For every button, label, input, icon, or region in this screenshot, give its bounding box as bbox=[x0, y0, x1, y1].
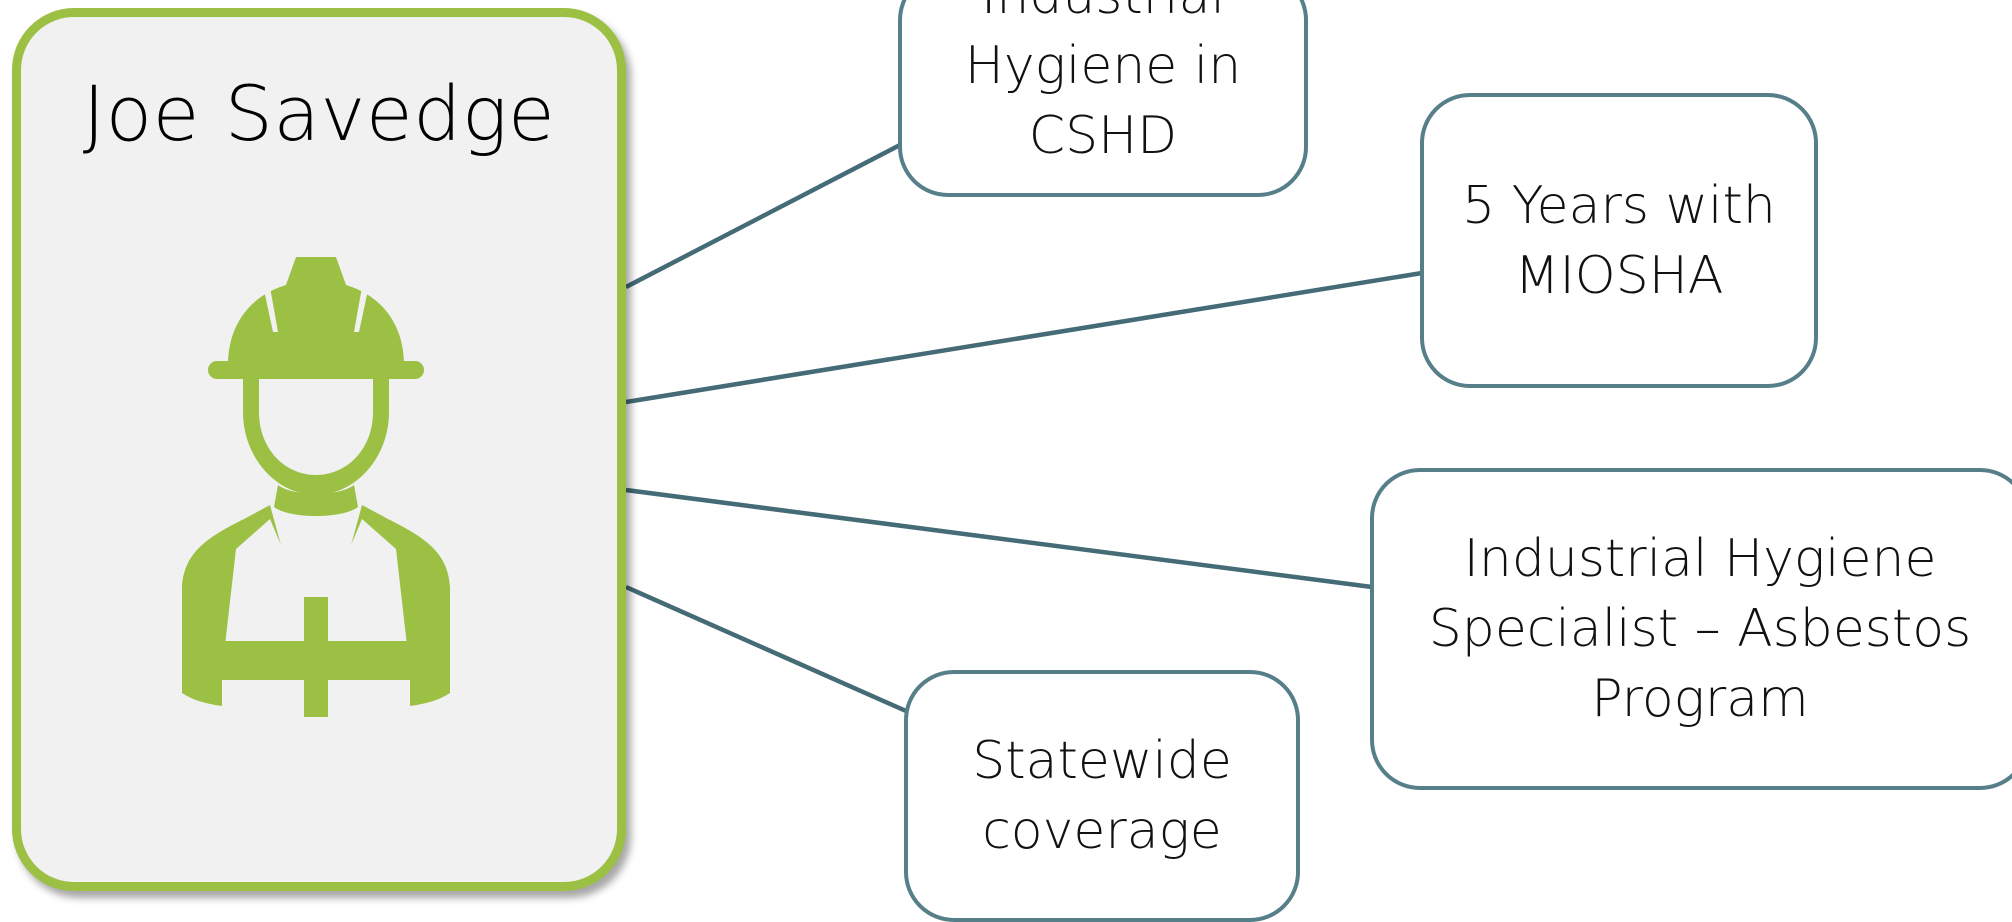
construction-worker-icon bbox=[182, 257, 450, 717]
connector-line-4 bbox=[625, 584, 907, 714]
connector-line-1 bbox=[624, 143, 902, 289]
node-years-with-miosha: 5 Years with MIOSHA bbox=[1420, 93, 1818, 388]
connector-line-2 bbox=[625, 270, 1423, 405]
profile-name: Joe Savedge bbox=[82, 69, 556, 158]
profile-card: Joe Savedge bbox=[12, 8, 626, 891]
connector-line-3 bbox=[625, 487, 1373, 590]
node-statewide-coverage: Statewide coverage bbox=[904, 670, 1300, 922]
node-industrial-hygiene-cshd: Industrial Hygiene in CSHD bbox=[898, 0, 1308, 197]
node-asbestos-specialist: Industrial Hygiene Specialist – Asbestos… bbox=[1370, 468, 2012, 790]
